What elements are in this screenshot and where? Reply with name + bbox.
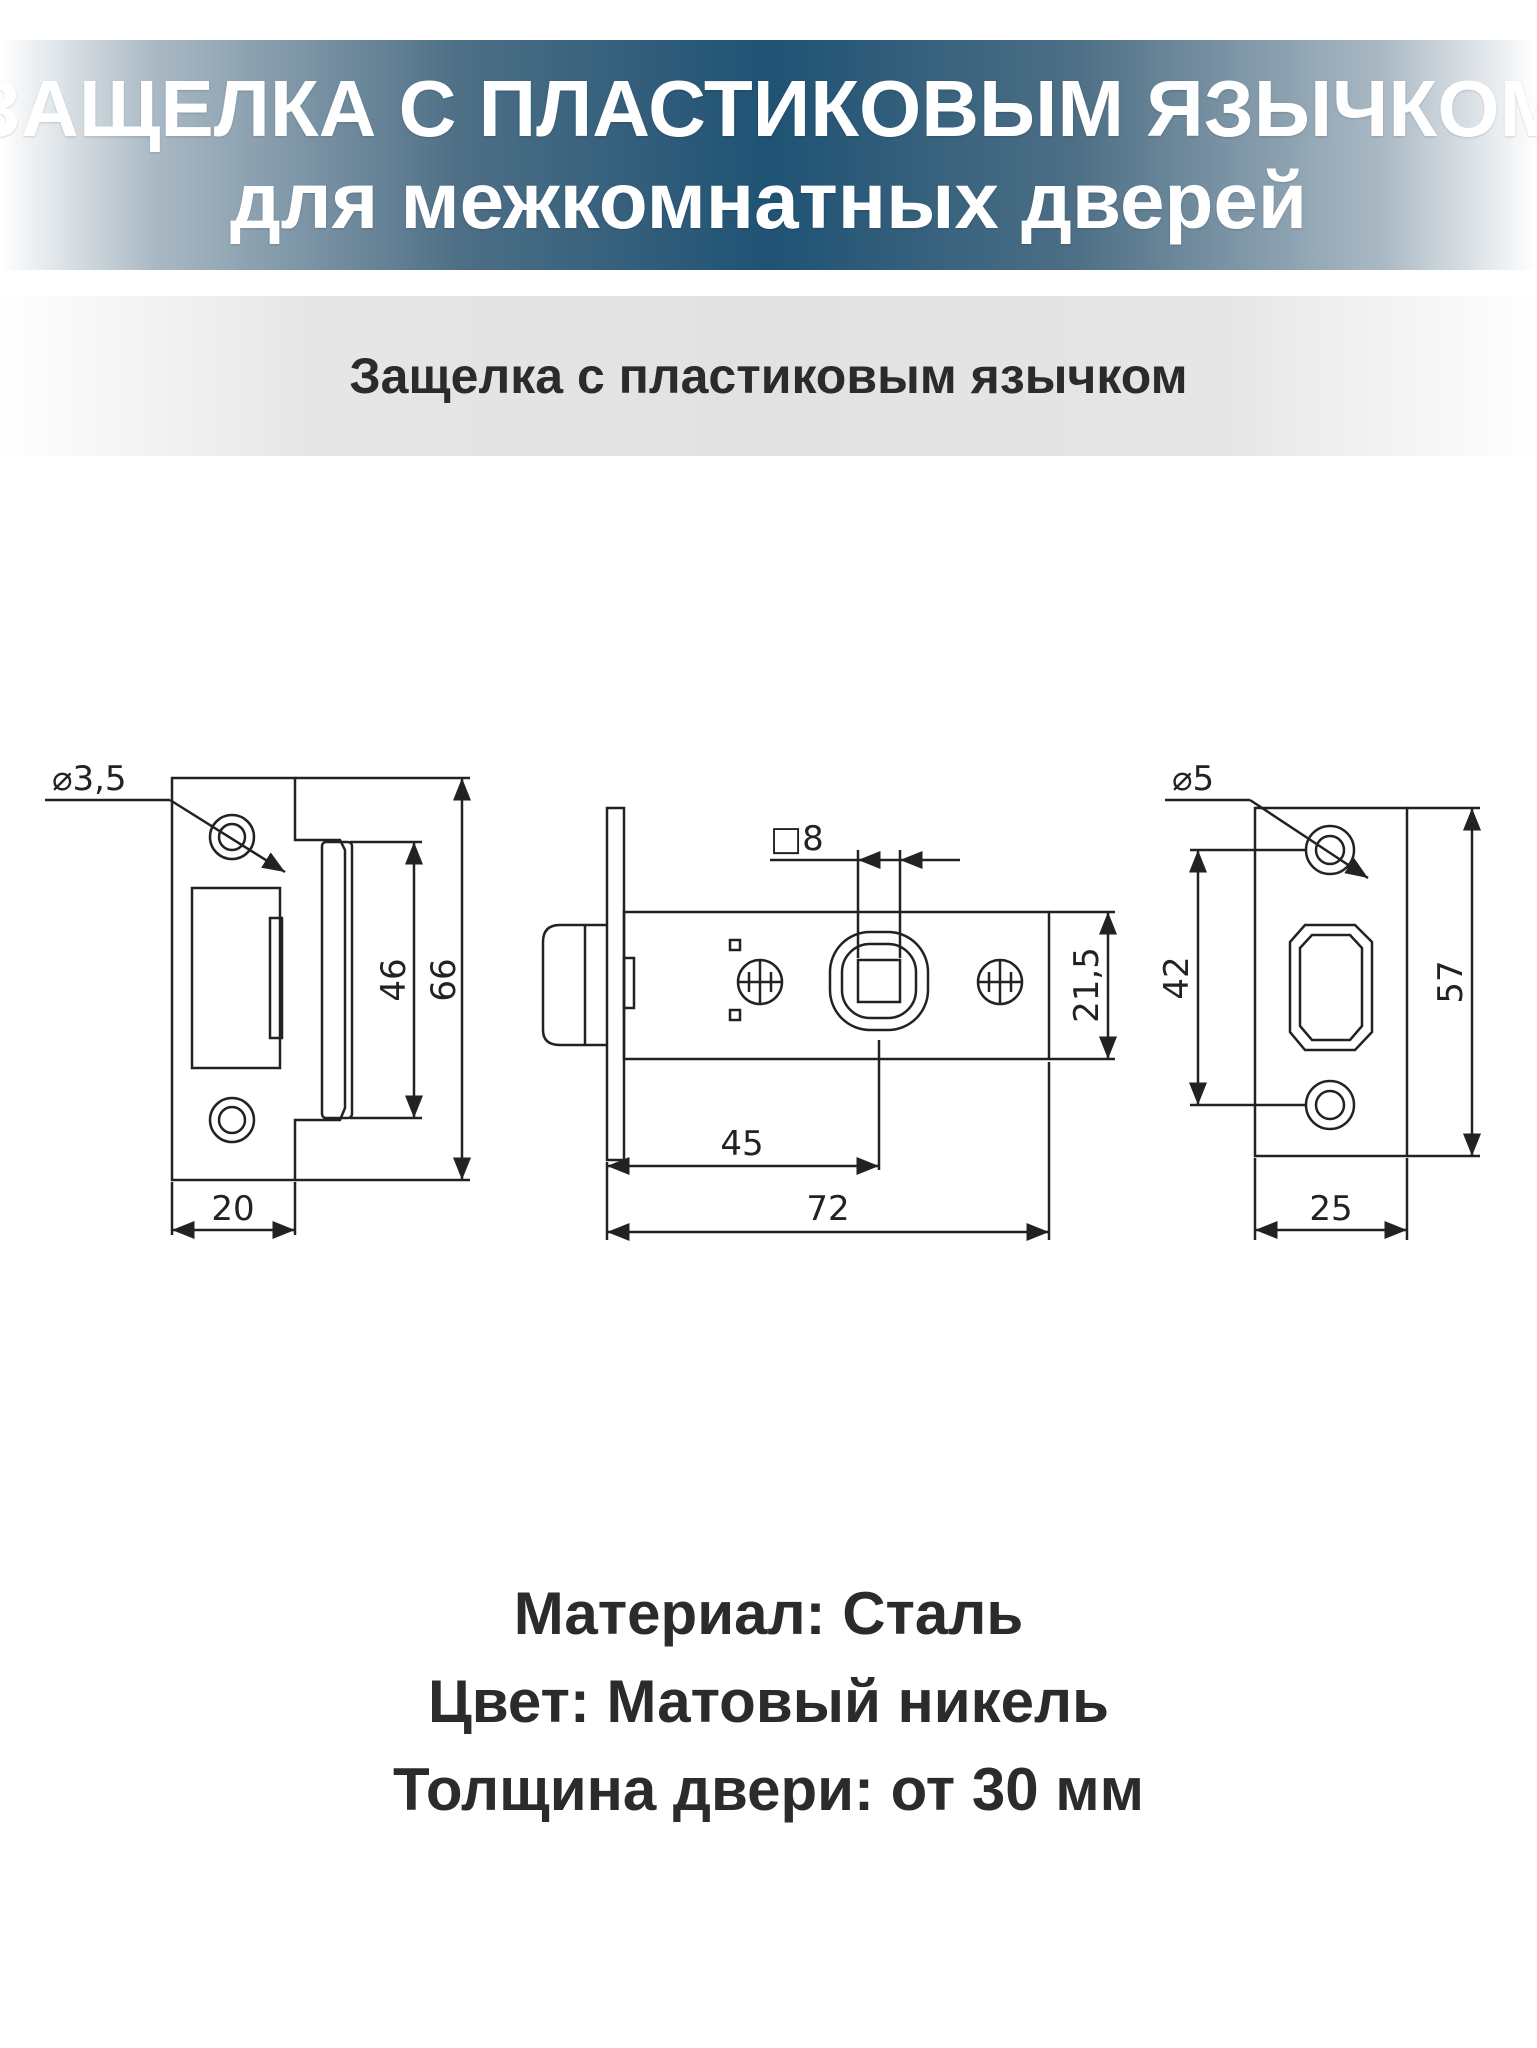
title-line-2: для межкомнатных дверей (229, 156, 1308, 245)
strike-hole-diameter-label: ⌀3,5 (52, 759, 127, 799)
latch-length-label: 72 (806, 1189, 849, 1229)
spec-color: Цвет: Матовый никель (427, 1668, 1110, 1735)
strike-hole-bottom (208, 1096, 256, 1144)
subheader-bar: Защелка с пластиковым язычком (0, 296, 1537, 456)
strike-plate-view (45, 776, 471, 1239)
face-plate-outline (1253, 806, 1409, 1158)
technical-drawing: ⌀3,5 46 66 20 □8 21,5 45 72 ⌀5 42 57 25 (0, 700, 1537, 1300)
strike-plate-tab (268, 916, 284, 1040)
latch-faceplate (605, 806, 626, 1162)
face-hole-top (1304, 824, 1356, 876)
strike-inner-height-label: 46 (374, 958, 414, 1001)
strike-plate-outline (170, 776, 347, 1182)
strike-hole-top (208, 813, 256, 861)
drawing-svg: ⌀3,5 46 66 20 □8 21,5 45 72 ⌀5 42 57 25 (45, 759, 1481, 1241)
strike-plate-slot (190, 886, 282, 1070)
spec-material: Материал: Сталь (513, 1580, 1024, 1647)
face-height-label: 57 (1431, 960, 1471, 1003)
face-hole-spacing-label: 42 (1157, 956, 1197, 999)
face-plate-window (1288, 923, 1374, 1052)
body-height-label: 21,5 (1067, 947, 1107, 1023)
header-banner: ЗАЩЕЛКА С ПЛАСТИКОВЫМ ЯЗЫЧКОМ для межком… (0, 40, 1537, 270)
spindle-square-label: □8 (770, 819, 824, 859)
latch-case (622, 910, 1051, 1061)
title-line-1: ЗАЩЕЛКА С ПЛАСТИКОВЫМ ЯЗЫЧКОМ (0, 64, 1537, 153)
strike-total-height-label: 66 (424, 958, 464, 1001)
spec-door-thickness: Толщина двери: от 30 мм (392, 1756, 1145, 1823)
latch-body-view (541, 806, 1117, 1241)
face-hole-diameter-label: ⌀5 (1172, 759, 1214, 799)
face-hole-bottom (1304, 1079, 1356, 1131)
subheader-text: Защелка с пластиковым язычком (349, 348, 1188, 404)
face-plate-view (1165, 798, 1481, 1240)
specs-block: Материал: Сталь Цвет: Матовый никель Тол… (0, 1570, 1537, 1834)
strike-plate-lip (320, 840, 354, 1120)
face-width-label: 25 (1309, 1189, 1352, 1229)
spindle-hub-outer (828, 930, 930, 1032)
spindle-square (856, 958, 902, 1004)
backset-label: 45 (720, 1124, 763, 1164)
strike-width-label: 20 (211, 1189, 254, 1229)
latch-bolt (541, 923, 607, 1047)
